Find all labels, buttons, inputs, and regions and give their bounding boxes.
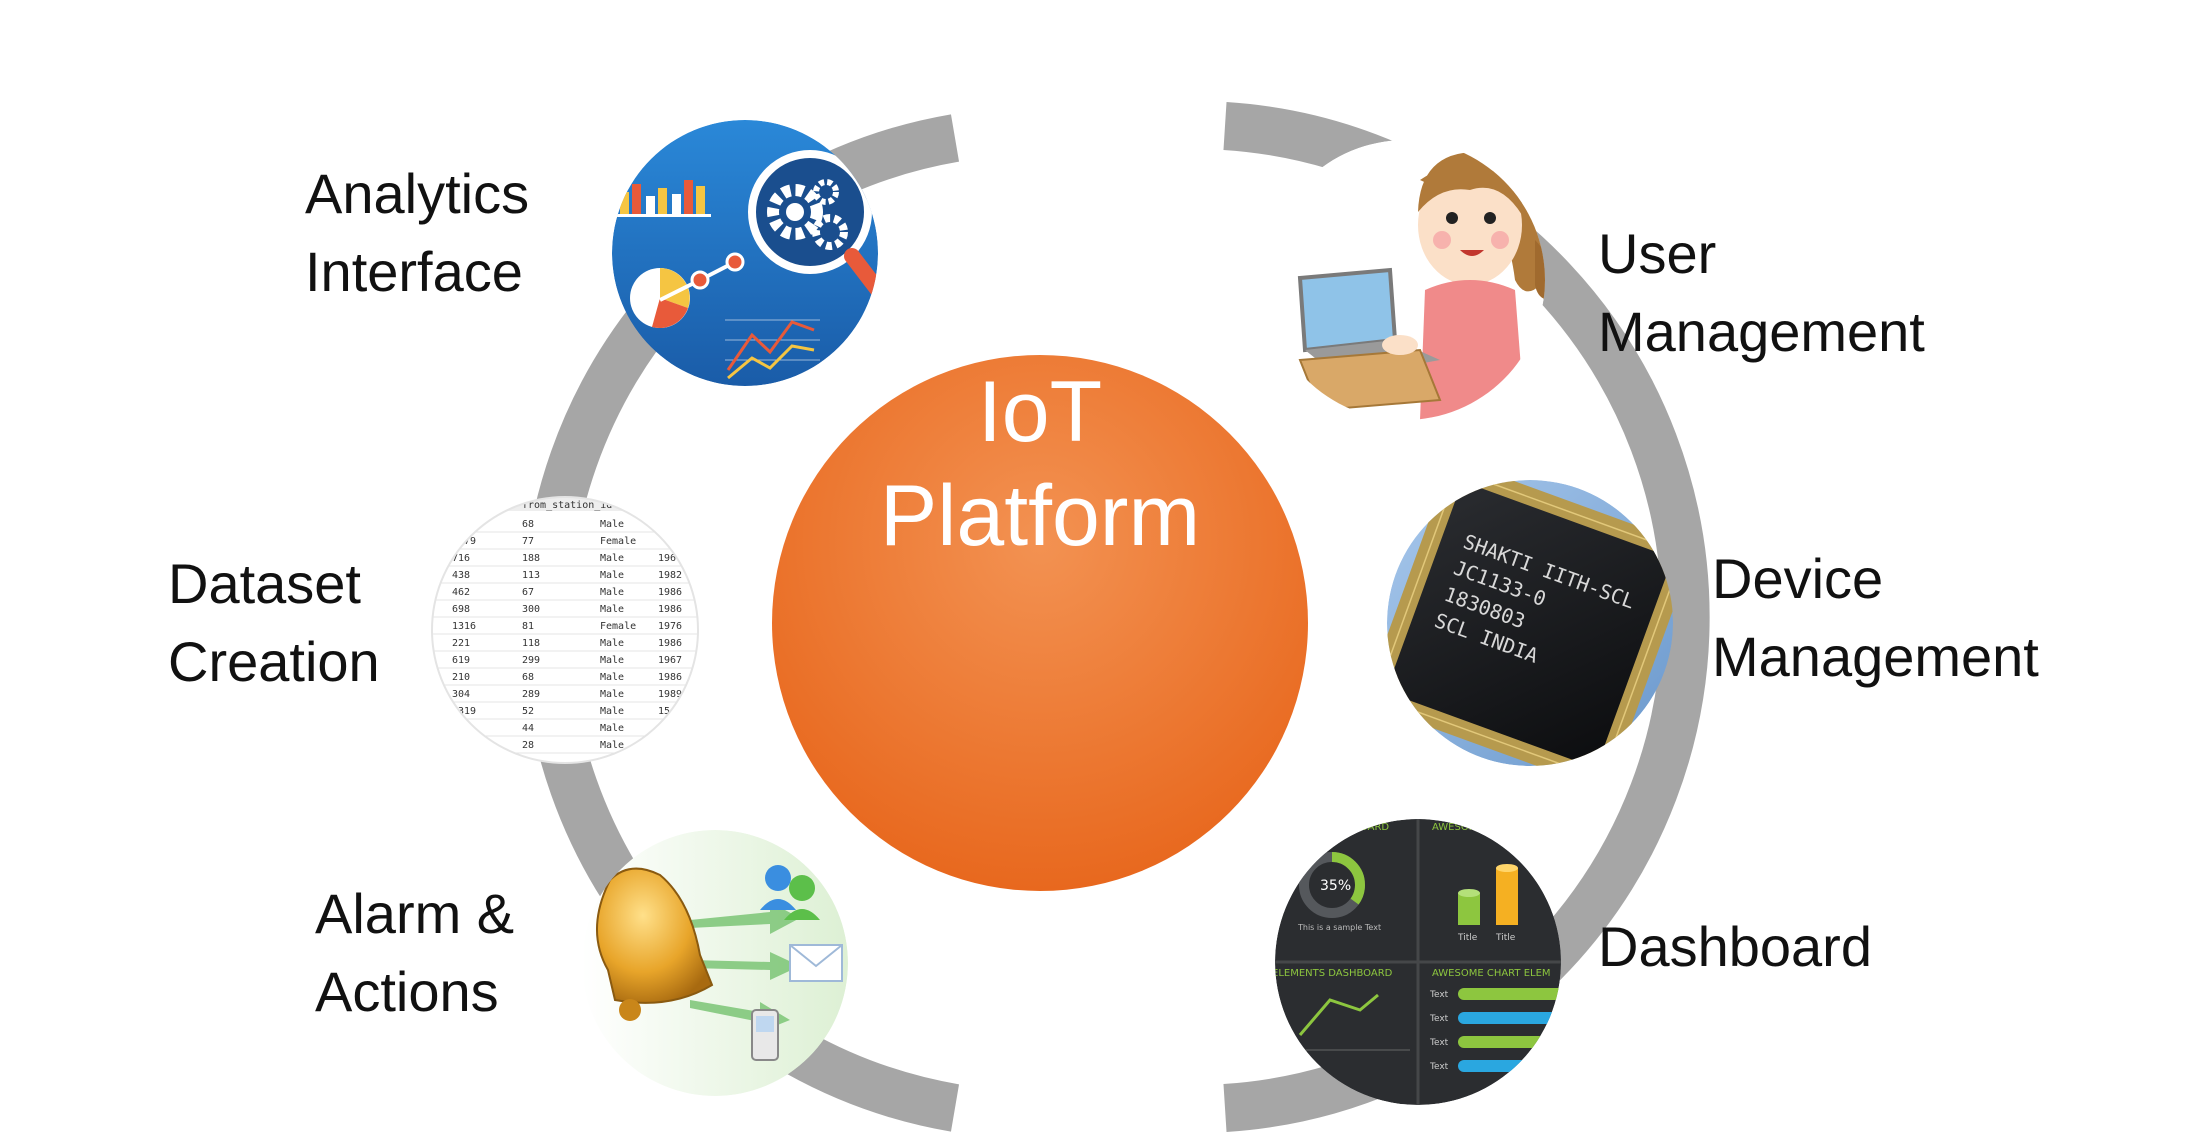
label-line: Management (1598, 300, 1925, 363)
dataset-cell: Male (600, 638, 624, 649)
dataset-cell: 2179 (452, 536, 476, 547)
dataset-cell: Male (600, 519, 624, 530)
dash-br-title: AWESOME CHART ELEM (1432, 968, 1551, 979)
label-analytics-interface: Analytics Interface (305, 155, 529, 311)
label-line: Interface (305, 240, 523, 303)
center-line-1: IoT (977, 364, 1103, 460)
label-user-management: User Management (1598, 215, 1925, 371)
dataset-header: from_station_id (522, 500, 612, 511)
label-line: Dashboard (1598, 915, 1872, 978)
label-line: Actions (315, 960, 499, 1023)
dataset-cell: 67 (522, 587, 534, 598)
dash-bar-label-1: Title (1457, 933, 1478, 943)
dataset-cell: 68 (522, 519, 534, 530)
label-alarm-actions: Alarm & Actions (315, 875, 514, 1031)
dash-row-label-4: Text (1429, 1062, 1449, 1072)
bell-alarm-icon (582, 830, 848, 1096)
label-dataset-creation: Dataset Creation (168, 545, 380, 701)
dash-tr-title: AWESOME (1432, 822, 1484, 833)
dataset-cell: Male (600, 672, 624, 683)
dash-sample-text: This is a sample Text (1297, 923, 1381, 932)
label-line: Device (1712, 547, 1884, 610)
dataset-cell: 118 (522, 638, 540, 649)
dataset-cell: 196 (658, 553, 676, 564)
dataset-cell: 1316 (452, 621, 476, 632)
label-line: User (1598, 222, 1717, 285)
user-laptop-icon (1265, 140, 1545, 420)
dash-bar-label-2: Title (1495, 933, 1516, 943)
dataset-cell: 113 (522, 570, 540, 581)
dataset-cell: 210 (452, 672, 470, 683)
dataset-cell: Male (600, 553, 624, 564)
dataset-cell: 68 (522, 672, 534, 683)
label-line: Analytics (305, 162, 530, 225)
label-dashboard: Dashboard (1598, 908, 1872, 986)
dataset-cell: 1986 (658, 587, 682, 598)
dash-donut-value: 35% (1320, 878, 1351, 894)
dash-row-label-1: Text (1429, 990, 1449, 1000)
dataset-cell: 619 (452, 655, 470, 666)
dataset-cell: 28 (522, 740, 534, 751)
dataset-cell: Male (600, 723, 624, 734)
dataset-cell: 1986 (658, 604, 682, 615)
dataset-cell: Male (600, 587, 624, 598)
dataset-cell: 52 (522, 706, 534, 717)
dataset-cell: 716 (452, 553, 470, 564)
dataset-cell: Male (600, 706, 624, 717)
label-line: Creation (168, 630, 380, 693)
iot-platform-title: IoT Platform (775, 360, 1305, 568)
dataset-cell: Male (600, 604, 624, 615)
dataset-cell: 304 (452, 689, 470, 700)
dataset-cell: 1976 (658, 621, 682, 632)
dataset-cell: 438 (452, 570, 470, 581)
dataset-cell: 1319 (452, 706, 476, 717)
dataset-cell: 1986 (658, 672, 682, 683)
dataset-cell: Female (600, 536, 636, 547)
center-line-2: Platform (879, 468, 1201, 564)
dataset-cell: 299 (522, 655, 540, 666)
dash-tl-title: DASHBOARD (1325, 822, 1389, 833)
dataset-cell: 289 (522, 689, 540, 700)
dataset-cell: 188 (522, 553, 540, 564)
label-line: Alarm & (315, 882, 515, 945)
dataset-cell: 81 (522, 621, 534, 632)
dash-row-label-3: Text (1429, 1038, 1449, 1048)
dataset-cell: 221 (452, 638, 470, 649)
dataset-cell: 1989 (658, 689, 682, 700)
dash-bl-title: ELEMENTS DASHBOARD (1272, 968, 1393, 979)
dataset-cell: 77 (522, 536, 534, 547)
dataset-cell: Male (600, 570, 624, 581)
dataset-cell: Male (600, 740, 624, 751)
dataset-cell: 1967 (658, 655, 682, 666)
iot-platform-circle (772, 355, 1308, 891)
dataset-cell: 462 (452, 587, 470, 598)
label-device-management: Device Management (1712, 540, 2039, 696)
dataset-cell: Male (600, 689, 624, 700)
dataset-cell: 15 (658, 706, 670, 717)
dataset-cell: 698 (452, 604, 470, 615)
dash-row-label-2: Text (1429, 1014, 1449, 1024)
dataset-cell: 300 (522, 604, 540, 615)
dataset-cell: Male (600, 655, 624, 666)
analytics-icon (612, 120, 878, 386)
chip-icon: SHAKTI IITH-SCL JC1133-0 1830803 SCL IND… (1387, 480, 1673, 766)
dataset-cell: 1986 (658, 638, 682, 649)
label-line: Management (1712, 625, 2039, 688)
dashboard-icon: DASHBOARD AWESOME ELEMENTS DASHBOARD AWE… (1272, 819, 1561, 1105)
dataset-cell: 44 (522, 723, 534, 734)
dataset-cell: 1982 (658, 570, 682, 581)
label-line: Dataset (168, 552, 361, 615)
dataset-cell: Female (600, 621, 636, 632)
